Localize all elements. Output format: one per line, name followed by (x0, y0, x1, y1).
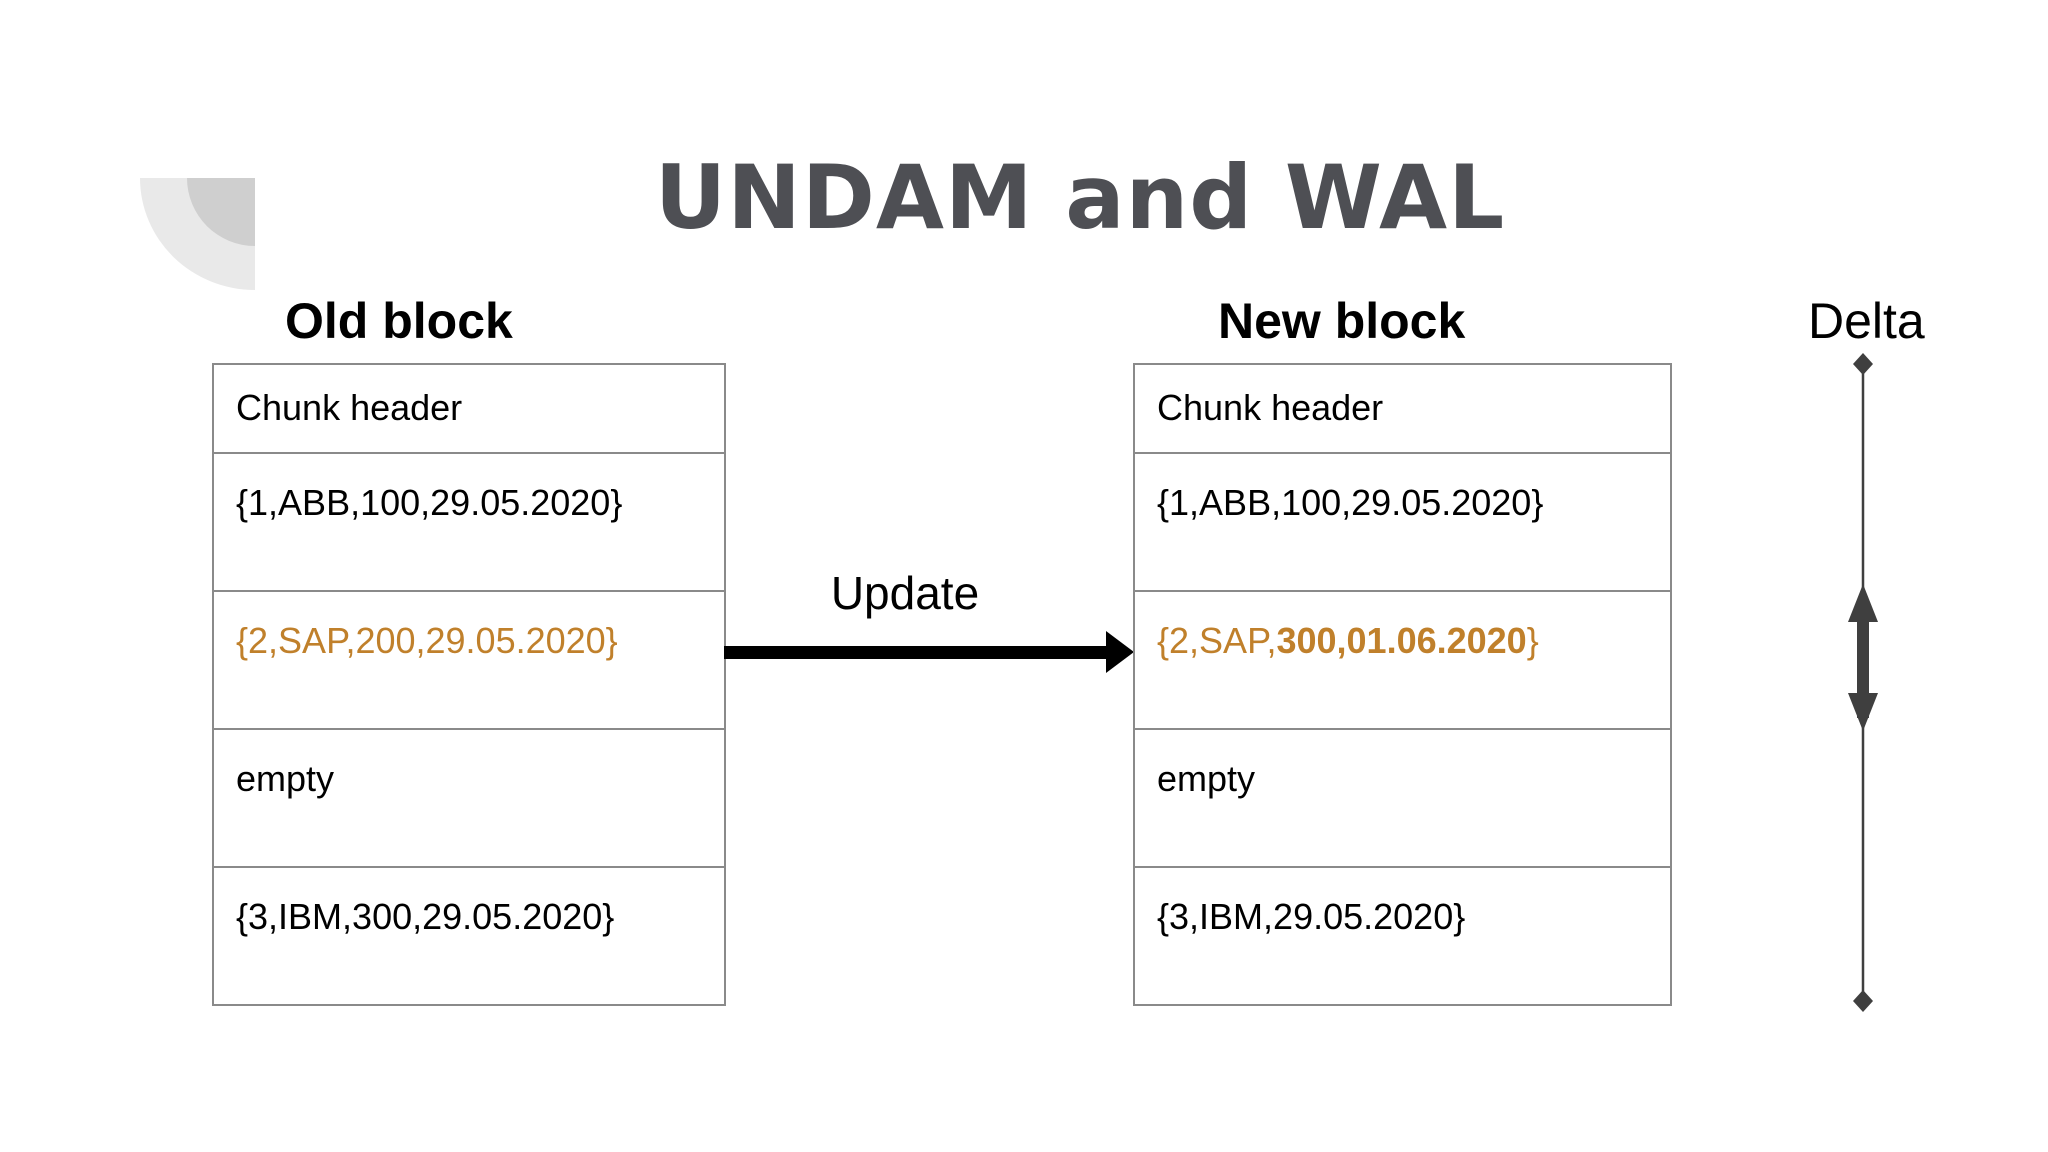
delta-extent-down-arrowhead (1848, 693, 1878, 731)
delta-extent-up-arrowhead (1848, 584, 1878, 622)
new-block-row-2-highlighted: {2,SAP,300,01.06.2020} (1135, 590, 1670, 728)
new-block-row-chunk-header: Chunk header (1135, 365, 1670, 452)
old-block-label: Old block (285, 293, 513, 349)
old-block-row-empty: empty (214, 728, 724, 866)
old-block-row-chunk-header: Chunk header (214, 365, 724, 452)
cell-text: {3,IBM,29.05.2020} (1157, 896, 1466, 937)
update-label: Update (830, 567, 980, 619)
old-block-row-1: {1,ABB,100,29.05.2020} (214, 452, 724, 590)
cell-text: {1,ABB,100,29.05.2020} (236, 482, 623, 523)
new-block-label: New block (1218, 293, 1466, 349)
delta-top-diamond (1853, 353, 1873, 375)
old-block-row-2-highlighted: {2,SAP,200,29.05.2020} (214, 590, 724, 728)
cell-text: {2,SAP,200,29.05.2020} (236, 620, 618, 661)
cell-text: empty (236, 758, 335, 799)
cell-text: Chunk header (236, 387, 463, 428)
cell-text: {3,IBM,300,29.05.2020} (236, 896, 615, 937)
cell-text: Chunk header (1157, 387, 1384, 428)
old-block-table: Chunk header {1,ABB,100,29.05.2020} {2,S… (212, 363, 726, 1006)
slide-title: UNDAM and WAL (654, 146, 1506, 249)
new-block-row-1: {1,ABB,100,29.05.2020} (1135, 452, 1670, 590)
old-block-row-3: {3,IBM,300,29.05.2020} (214, 866, 724, 1004)
delta-range-indicator (1848, 353, 1878, 1012)
new-block-row-3: {3,IBM,29.05.2020} (1135, 866, 1670, 1004)
cell-text-changed-value: 300,01.06.2020 (1276, 620, 1527, 661)
delta-bottom-diamond (1853, 990, 1873, 1012)
cell-text: empty (1157, 758, 1256, 799)
delta-label: Delta (1808, 293, 1925, 349)
new-block-row-empty: empty (1135, 728, 1670, 866)
update-arrow-head (1106, 631, 1134, 673)
cell-text-prefix: {2,SAP, (1157, 620, 1277, 661)
update-arrow-line (724, 646, 1108, 659)
new-block-table: Chunk header {1,ABB,100,29.05.2020} {2,S… (1133, 363, 1672, 1006)
cell-text: {1,ABB,100,29.05.2020} (1157, 482, 1544, 523)
cell-text-suffix: } (1526, 620, 1539, 661)
